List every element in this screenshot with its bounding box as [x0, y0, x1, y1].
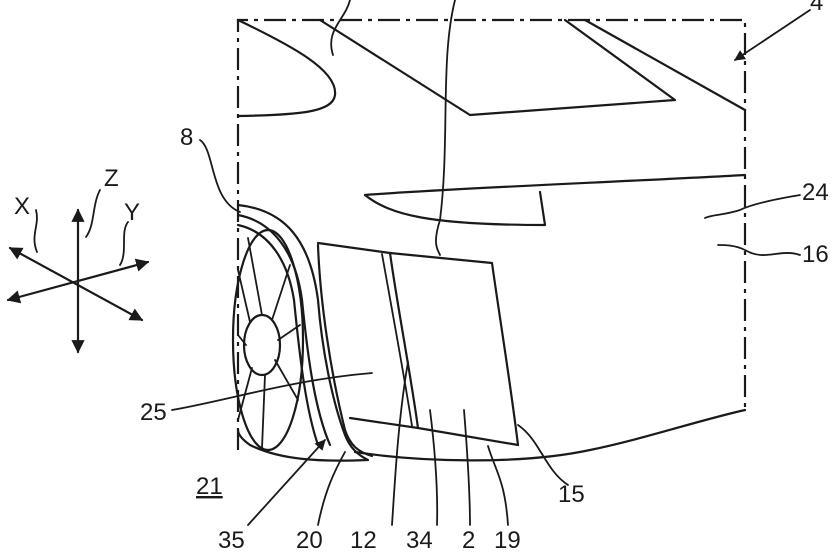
- leader-lines: [171, 9, 811, 526]
- axis-z-label: Z: [104, 165, 119, 192]
- ref-19: 19: [494, 527, 521, 554]
- wheel: [231, 203, 370, 462]
- panel-assembly: [316, 241, 520, 447]
- ref-25: 25: [140, 399, 167, 426]
- ref-35: 35: [218, 527, 245, 554]
- axis-y-label: Y: [124, 199, 140, 226]
- ref-21: 21: [196, 473, 223, 500]
- ref-24: 24: [802, 179, 829, 206]
- bumper: [316, 243, 747, 462]
- boundary-frame: [236, 18, 747, 450]
- ref-16: 16: [802, 241, 829, 268]
- ref-15: 15: [558, 481, 585, 508]
- ref-2: 2: [462, 527, 475, 554]
- axis-x-label: X: [14, 193, 30, 220]
- coordinate-axes: [6, 189, 150, 354]
- upper-body: [236, 0, 747, 256]
- headlight: [363, 173, 747, 227]
- ref-34: 34: [406, 527, 433, 554]
- ref-4: 4: [810, 0, 823, 16]
- ref-8: 8: [180, 124, 193, 151]
- ref-12: 12: [350, 527, 377, 554]
- ref-20: 20: [296, 527, 323, 554]
